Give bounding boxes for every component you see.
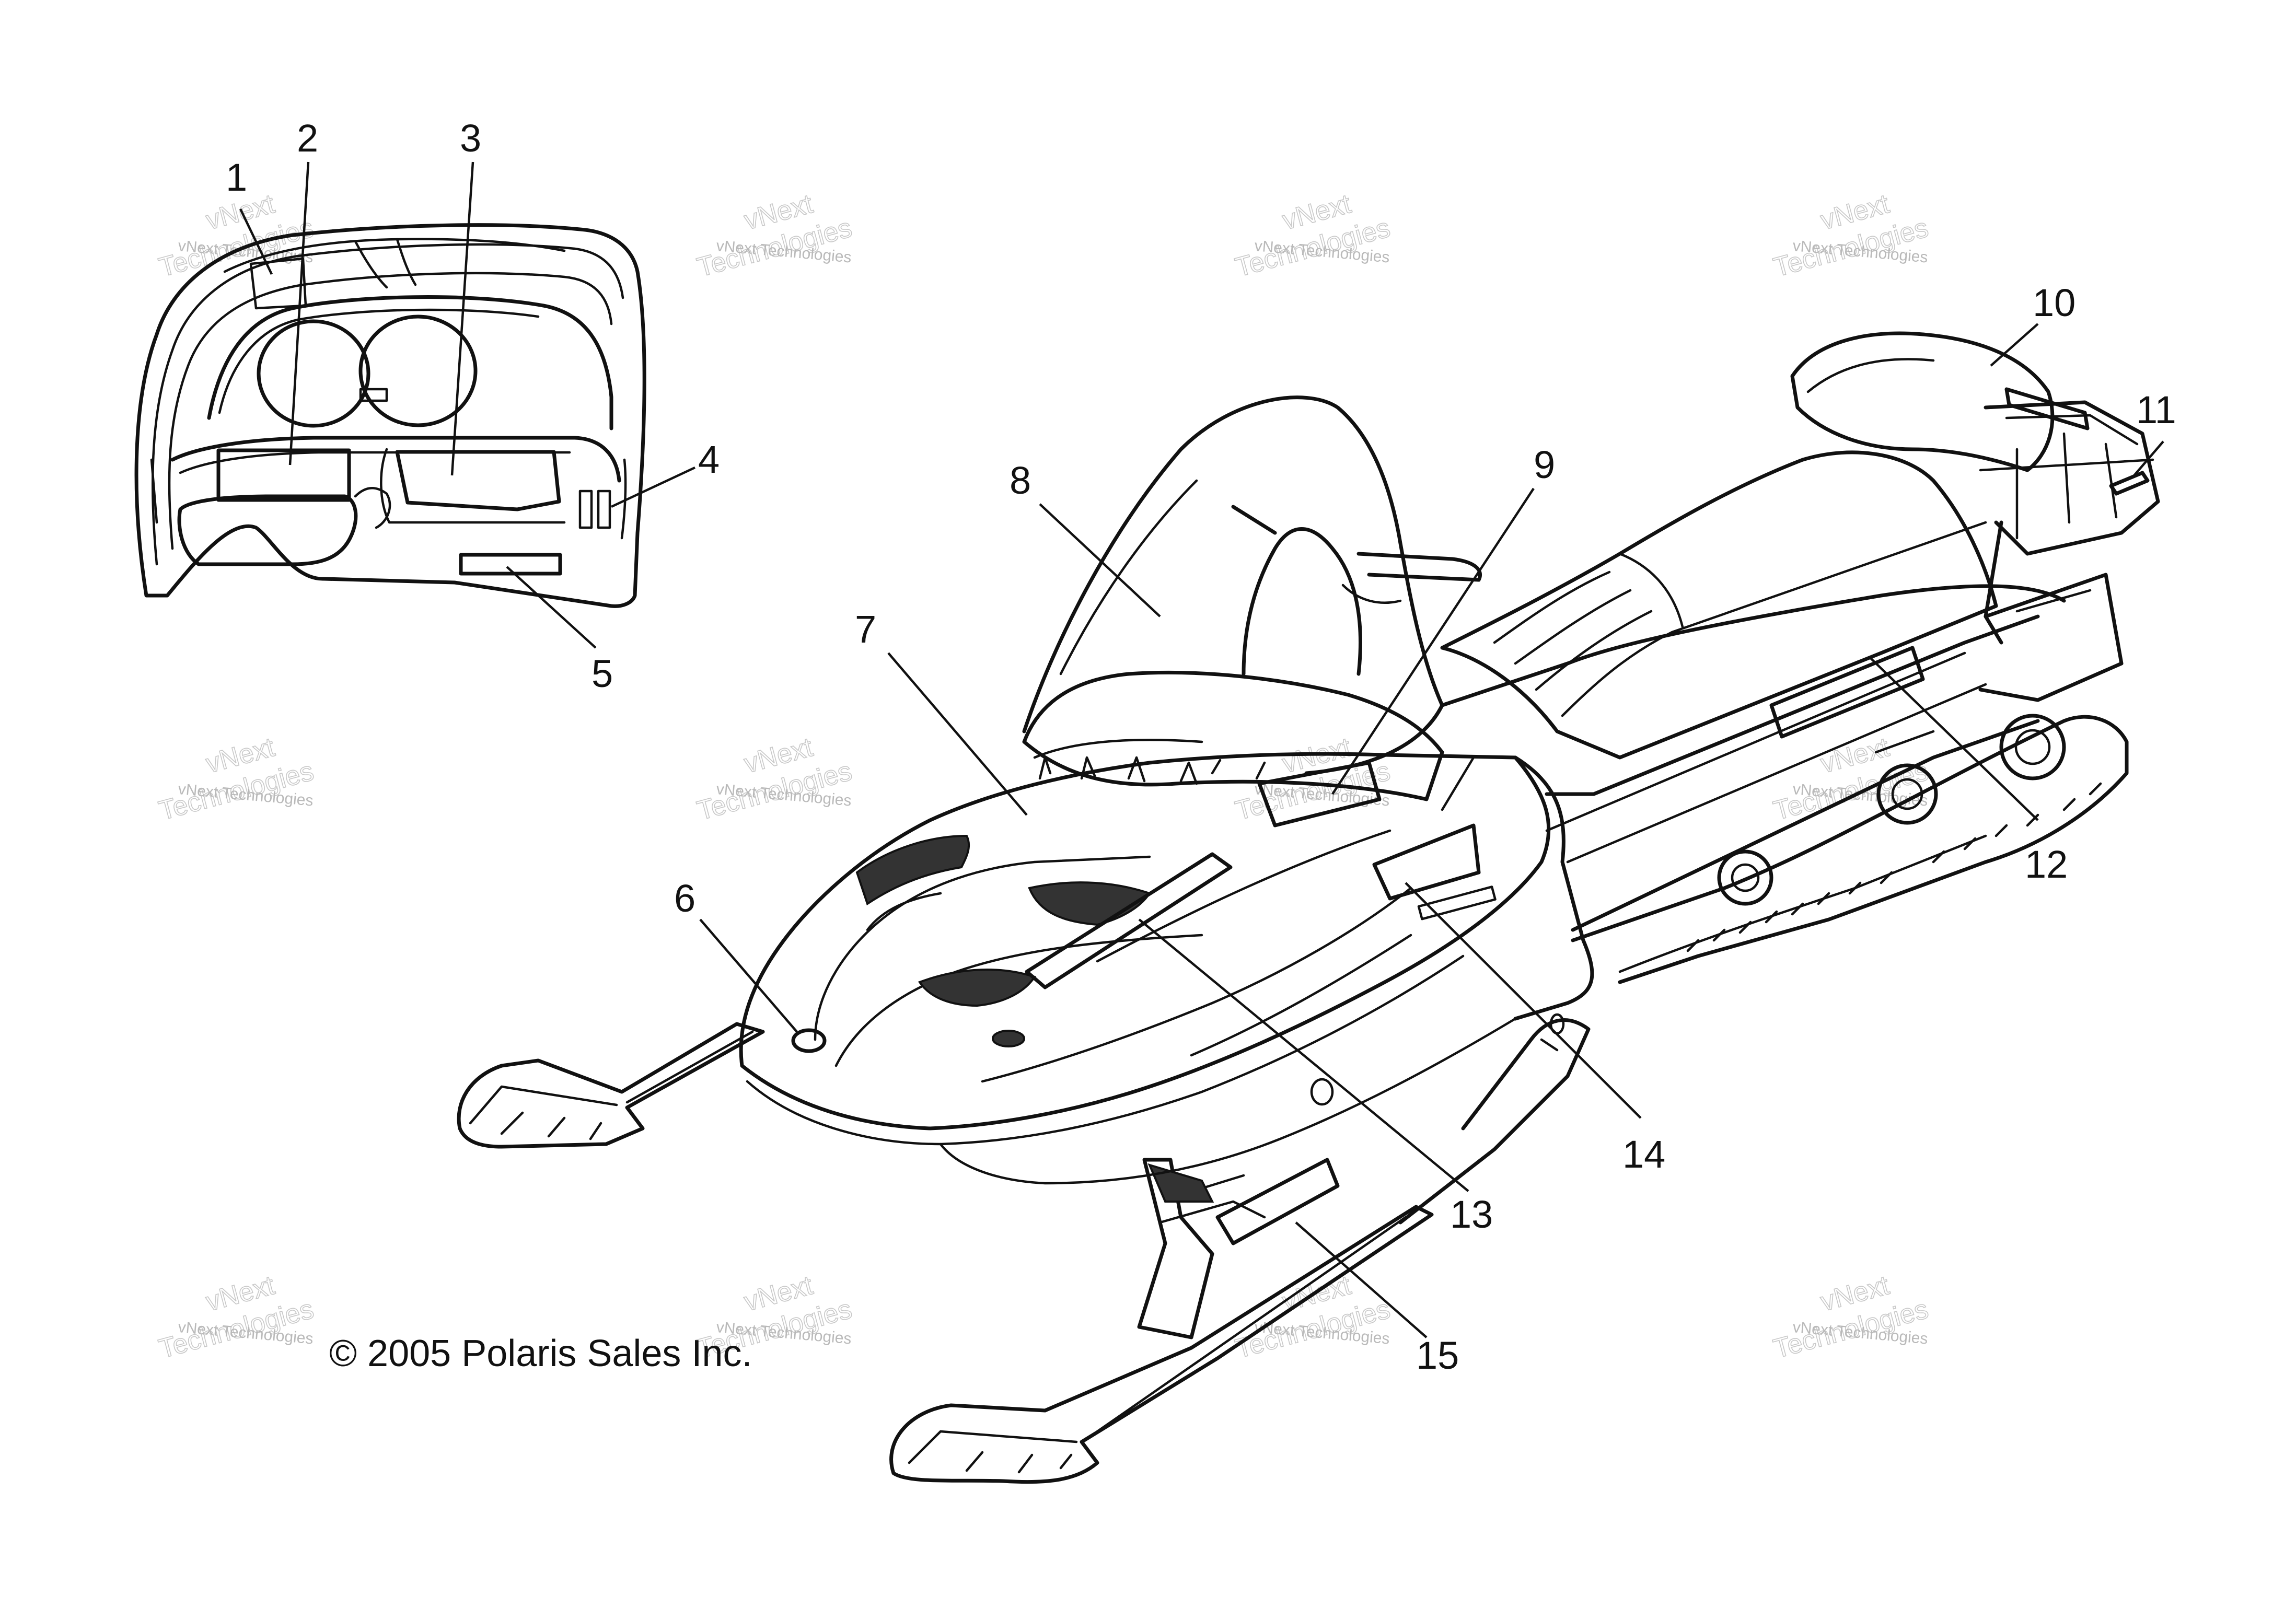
callout-13: 13 bbox=[1450, 1193, 1493, 1236]
callout-7: 7 bbox=[855, 608, 876, 651]
callout-11: 11 bbox=[2136, 388, 2176, 432]
callout-15: 15 bbox=[1416, 1334, 1459, 1377]
callout-6: 6 bbox=[674, 877, 695, 920]
callout-8: 8 bbox=[1010, 459, 1031, 502]
callout-14: 14 bbox=[1622, 1133, 1665, 1176]
callout-2: 2 bbox=[297, 116, 318, 160]
dashboard-drawing bbox=[134, 223, 646, 608]
callout-4: 4 bbox=[698, 438, 720, 481]
callout-labels: 1 2 3 4 5 6 7 8 9 10 11 12 13 14 15 bbox=[226, 116, 2176, 1377]
callout-12: 12 bbox=[2025, 843, 2068, 886]
callout-3: 3 bbox=[460, 116, 481, 160]
callout-10: 10 bbox=[2033, 281, 2075, 324]
snowmobile-drawing bbox=[457, 331, 2160, 1484]
callout-1: 1 bbox=[226, 156, 247, 199]
callout-5: 5 bbox=[592, 652, 613, 695]
copyright-notice: © 2005 Polaris Sales Inc. bbox=[329, 1333, 752, 1374]
callout-9: 9 bbox=[1534, 443, 1555, 486]
leader-lines bbox=[239, 161, 2164, 1338]
